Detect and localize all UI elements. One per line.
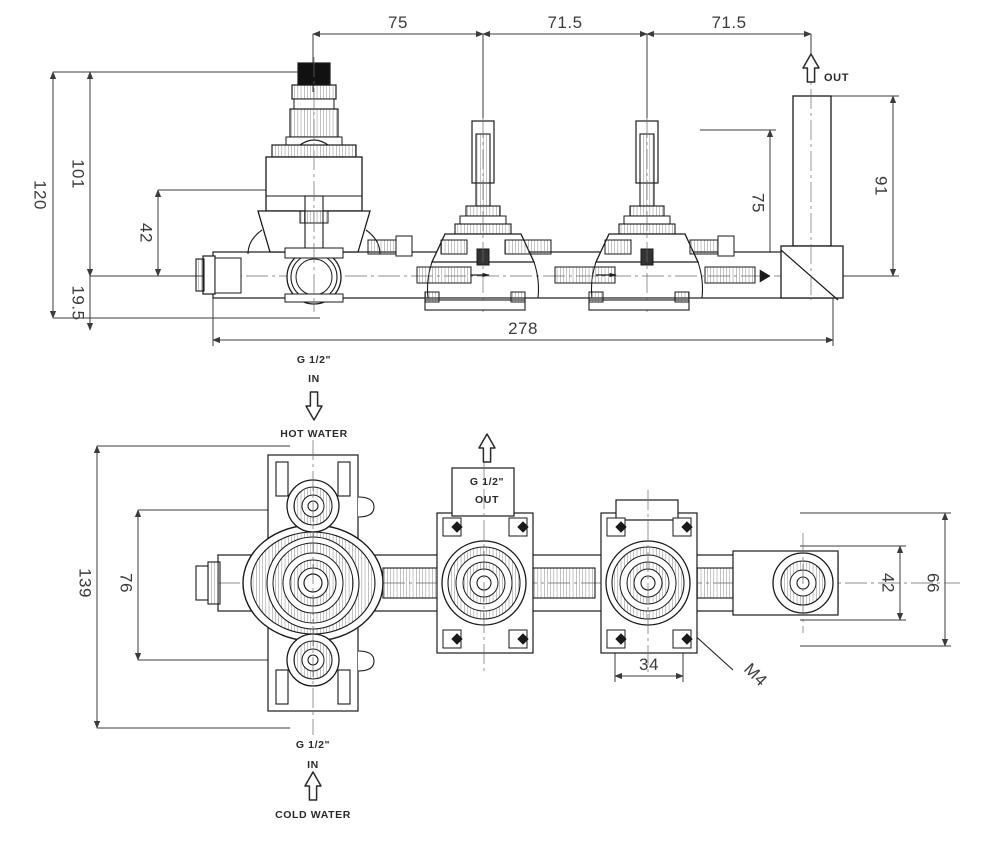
dim-75-text: 75 [388, 13, 408, 32]
dim-120-text: 120 [31, 180, 50, 210]
plan-therm-slot-bl [275, 669, 289, 705]
plan-out-flow-label: OUT [475, 494, 499, 506]
outlet-riser-tube [792, 95, 832, 247]
plan-left-nut [207, 561, 221, 605]
plan-left-cap [195, 565, 209, 601]
dim-139-text: 139 [76, 568, 95, 598]
elevation-inlet-thread-label: G 1/2" [297, 354, 331, 366]
valve1-skirt-r [533, 261, 540, 299]
plan-right-dims [800, 512, 951, 647]
left-inlet-boss [202, 255, 216, 295]
plan-v2-hole-br [681, 633, 693, 645]
plan-cold-arrow-icon [304, 771, 322, 801]
left-inlet-nut [195, 258, 205, 292]
plan-thermostatic-valve [242, 440, 460, 735]
dim-71-5-a-text: 71.5 [547, 13, 582, 32]
dim-75-height-text: 75 [749, 193, 768, 213]
valve2-mount-lug-l [588, 291, 604, 303]
dim-71-5-b-text: 71.5 [711, 13, 746, 32]
plan-v2-link-spigot [696, 567, 734, 599]
elevation-overall-dim [212, 296, 834, 346]
dim-34-text: 34 [639, 655, 659, 674]
elevation-horizontal-dim-chain [312, 30, 812, 118]
left-inlet-collar [214, 257, 242, 294]
valve1-side-boss [440, 239, 468, 255]
callout-m4-text: M4 [740, 659, 771, 690]
plan-cold-medium-label: COLD WATER [275, 809, 351, 821]
plan-therm-slot-br [337, 669, 351, 705]
dim-42-text: 42 [137, 223, 156, 243]
elevation-out-label: OUT [824, 72, 849, 84]
outlet-side-cap [717, 235, 735, 257]
stop-valve-1 [416, 118, 540, 312]
plan-therm-tab-tr [357, 496, 375, 518]
plan-cold-arrow-group [304, 771, 322, 801]
outlet-flow-marker [759, 269, 771, 283]
plan-therm-outlet-spigot [382, 567, 446, 599]
plan-v2-neck [615, 499, 679, 521]
outlet-chamfer [780, 249, 839, 301]
plan-v1-outlet-neck [451, 467, 515, 517]
dim-76-text: 76 [117, 573, 136, 593]
thermostat-side-cap [395, 235, 413, 257]
valve2-left-boss [504, 239, 552, 255]
valve1-inlet-cartridge [416, 266, 472, 284]
plan-out-arrow-icon [478, 433, 496, 463]
plan-out-thread-label: G 1/2" [470, 476, 504, 488]
dim-278-text: 278 [508, 319, 538, 338]
plan-v2-hole-bl [615, 633, 627, 645]
plan-valve-2 [600, 490, 734, 672]
dim-101-text: 101 [69, 159, 88, 189]
elevation-inlet-medium-label: HOT WATER [280, 428, 348, 440]
thermostatic-cartridge [247, 57, 413, 312]
plan-view: 139 76 42 66 34 M4 [76, 433, 960, 821]
thermostat-side-boss [367, 239, 399, 255]
elevation-in-arrow-group [305, 391, 323, 421]
valve2-side-boss [604, 239, 632, 255]
outlet-riser-base [780, 245, 844, 299]
elevation-inlet-flow-label: IN [308, 373, 320, 385]
stop-valve-2 [504, 118, 704, 312]
valve1-mount-plate [424, 299, 526, 311]
thermostat-dome [299, 139, 329, 146]
arm-left [247, 229, 263, 255]
outlet-cartridge [704, 266, 756, 284]
elevation-view: 75 71.5 71.5 120 101 42 19.5 75 91 [31, 13, 899, 440]
out-arrow-icon [802, 53, 820, 83]
valve2-skirt-r [697, 261, 704, 299]
plan-v2-hole-tl [615, 521, 627, 533]
dim-91-text: 91 [872, 176, 891, 196]
outlet-side-boss [689, 239, 721, 255]
valve2-mount-lug-r [674, 291, 690, 303]
valve2-mount-plate [588, 299, 690, 311]
plan-v1-hole-tl [451, 521, 463, 533]
in-arrow-icon [305, 391, 323, 421]
plan-cold-flow-label: IN [307, 759, 319, 771]
dim-19-5-text: 19.5 [69, 285, 88, 320]
plan-v1-hole-br [517, 633, 529, 645]
elevation-out-arrow-group [802, 53, 820, 83]
plan-cold-thread-label: G 1/2" [296, 739, 330, 751]
valve1-mount-lug-l [424, 291, 440, 303]
plan-therm-tab-br [357, 650, 375, 672]
elevation-outlet-riser [689, 58, 844, 301]
plan-valve-1 [436, 458, 596, 672]
plan-v1-hole-bl [451, 633, 463, 645]
plan-v1-hole-tr [517, 521, 529, 533]
plan-v2-hole-tr [681, 521, 693, 533]
plan-therm-slot-tr [337, 461, 351, 497]
plan-v1-link-spigot [532, 567, 596, 599]
plan-outlet-port [732, 533, 839, 633]
valve1-mount-lug-r [510, 291, 526, 303]
plan-therm-slot-tl [275, 461, 289, 497]
plan-out-arrow-group [478, 433, 496, 463]
